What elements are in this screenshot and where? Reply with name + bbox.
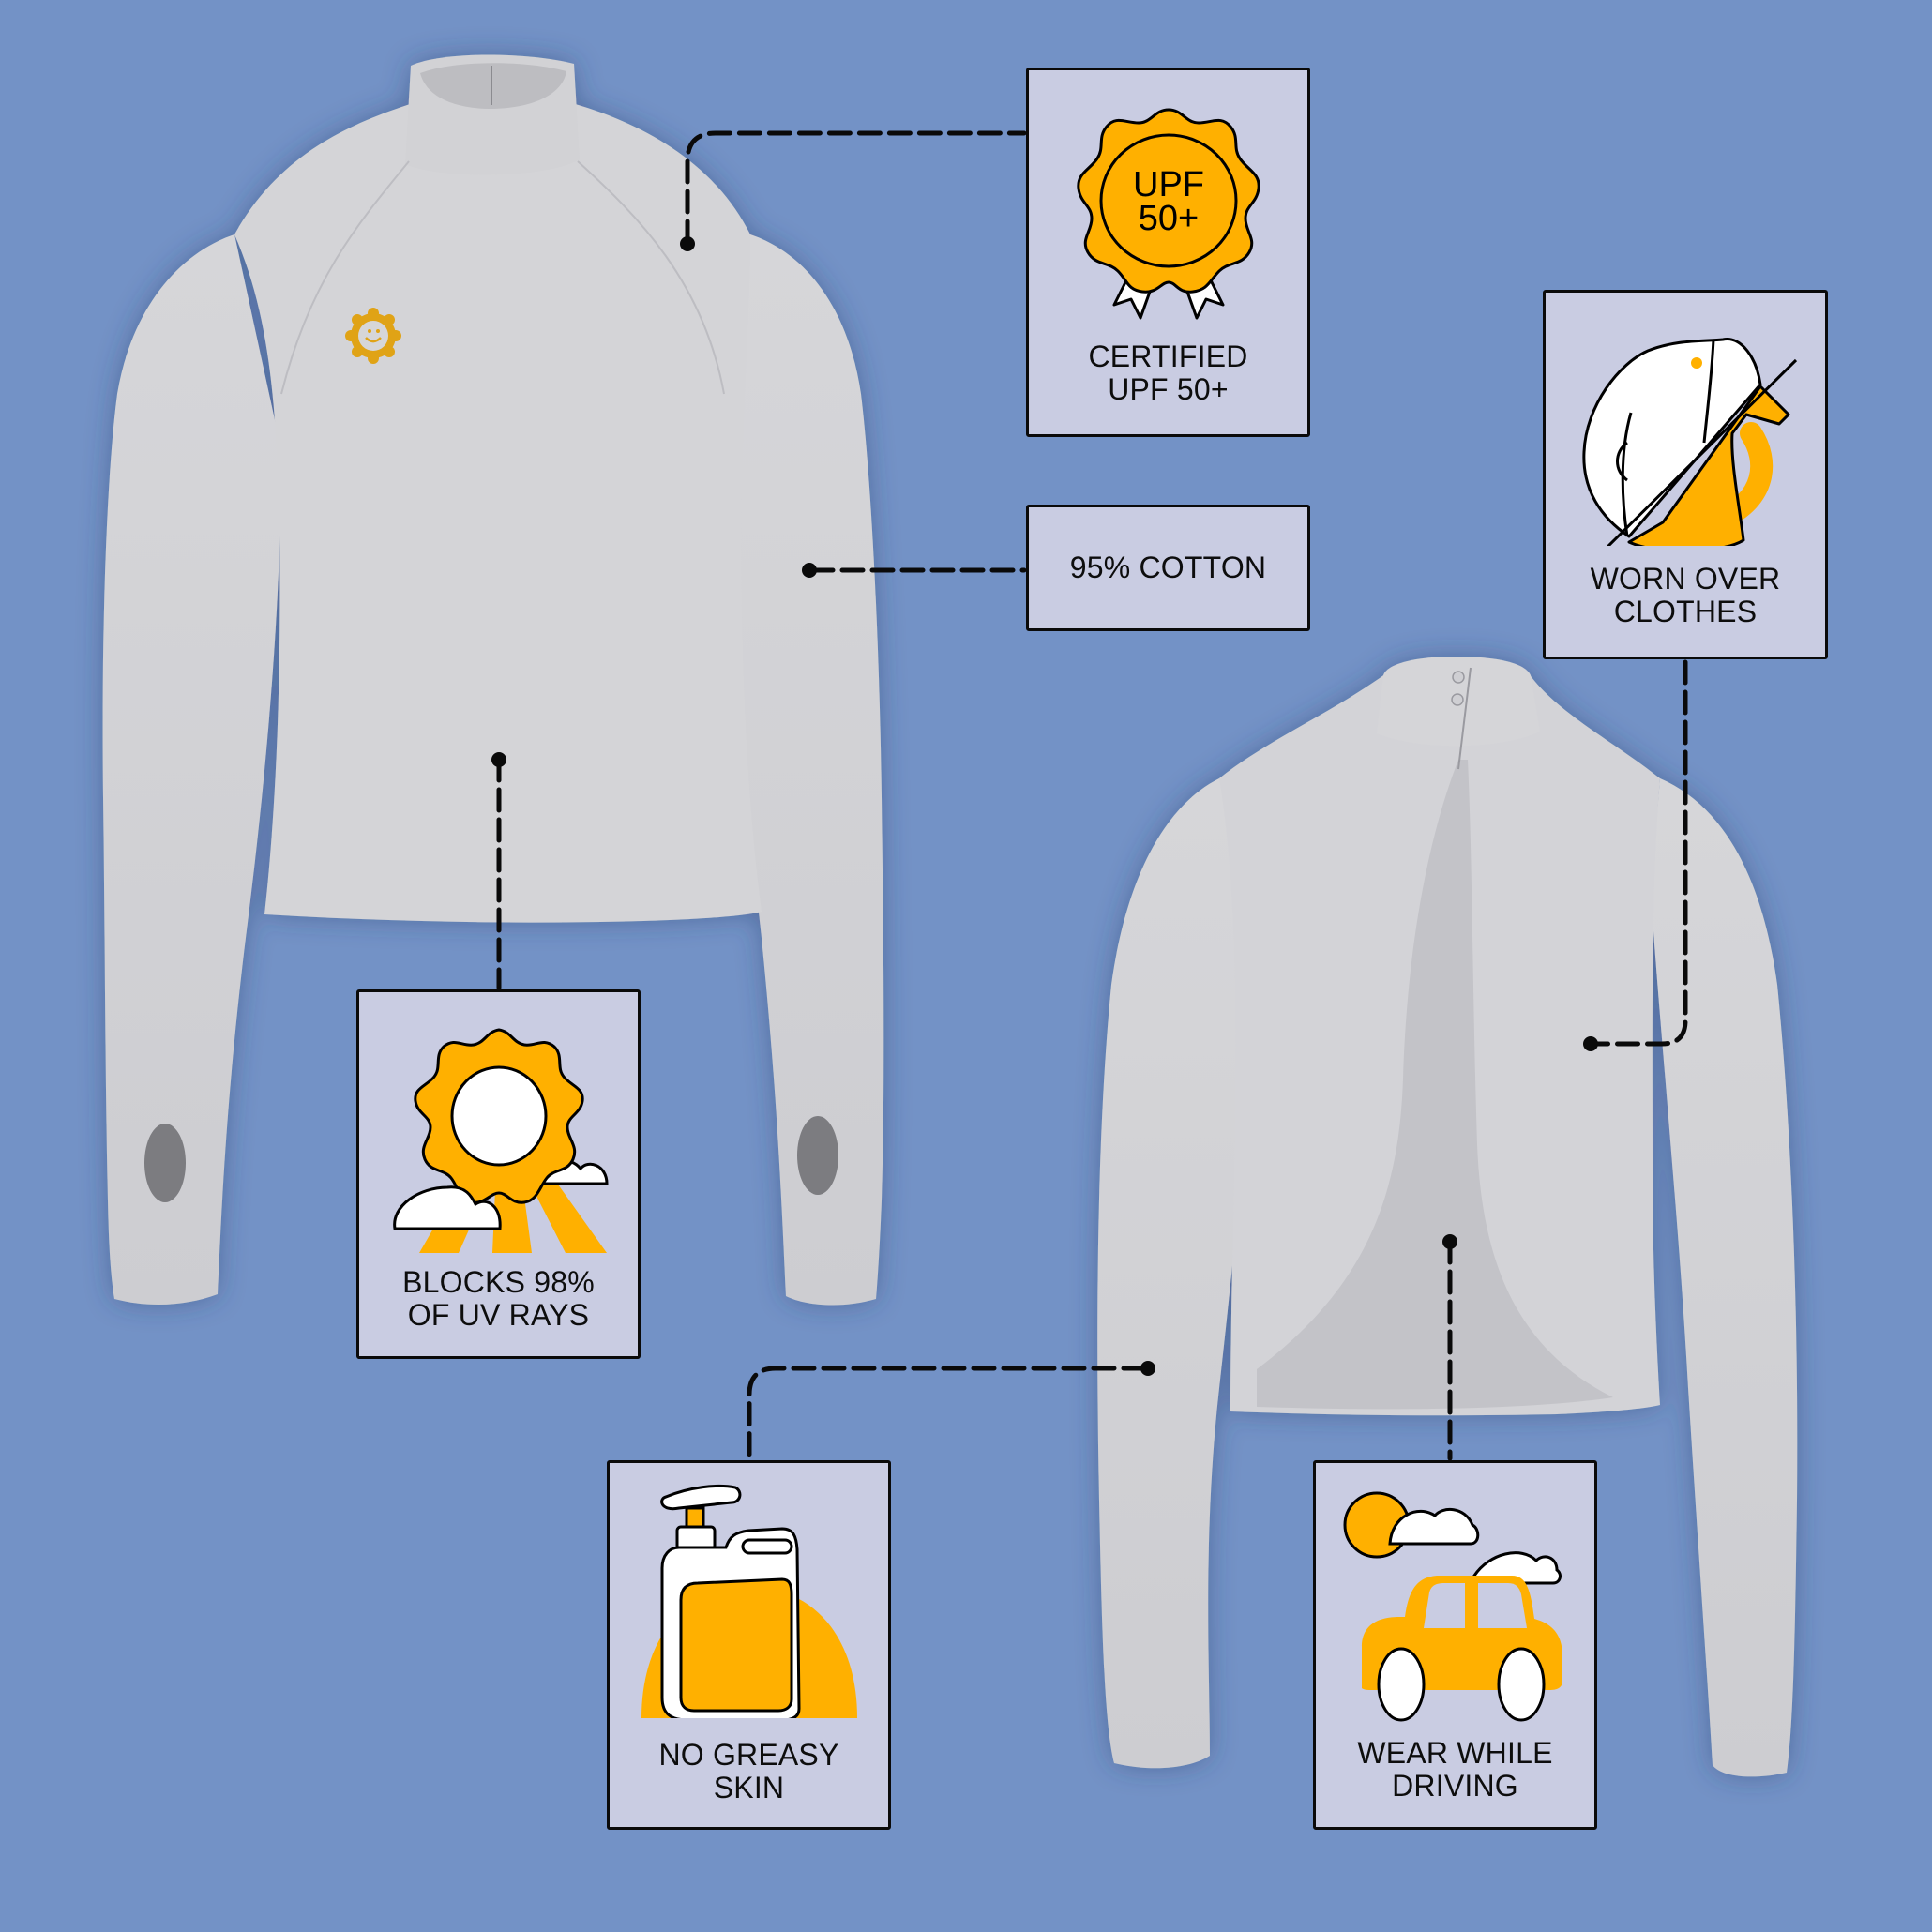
- car-icon: [1343, 1491, 1562, 1722]
- callout-worn-over: WORN OVER CLOTHES: [1543, 290, 1828, 659]
- callout-upf-label: CERTIFIED UPF 50+: [1088, 340, 1248, 406]
- back-left-sleeve: [1097, 778, 1261, 1769]
- front-right-sleeve: [722, 234, 884, 1306]
- front-left-sleeve: [102, 234, 281, 1306]
- sun-logo-icon: [345, 308, 401, 364]
- front-shirt: [102, 54, 884, 1306]
- callout-upf: UPF 50+ CERTIFIED UPF 50+: [1026, 68, 1310, 437]
- front-right-thumbhole: [797, 1116, 838, 1195]
- front-collar-inner: [420, 63, 566, 109]
- connector-dots: [491, 236, 1598, 1376]
- worn-over-clothes-icon: [1582, 338, 1798, 546]
- callout-cotton: 95% COTTON: [1026, 505, 1310, 631]
- back-split-opening: [1257, 760, 1613, 1410]
- back-shirt: [1097, 657, 1798, 1777]
- collar-button-icon: [1452, 671, 1465, 684]
- connector-greasy: [747, 1366, 1147, 1461]
- back-right-sleeve: [1651, 778, 1798, 1777]
- callout-uv-label: BLOCKS 98% OF UV RAYS: [402, 1265, 595, 1332]
- lotion-bottle-icon: [641, 1484, 857, 1718]
- connector-worn-over: [1592, 659, 1688, 1047]
- front-left-thumbhole: [144, 1124, 186, 1202]
- callout-driving-label: WEAR WHILE DRIVING: [1357, 1736, 1553, 1803]
- connector-upf: [685, 130, 1027, 245]
- callout-worn-over-label: WORN OVER CLOTHES: [1590, 562, 1781, 628]
- front-body: [234, 103, 762, 923]
- callout-greasy-label: NO GREASY SKIN: [658, 1738, 839, 1804]
- callout-cotton-label: 95% COTTON: [1069, 551, 1267, 584]
- badge-text-50: 50+: [1138, 199, 1198, 238]
- connector-lines: [496, 130, 1688, 1461]
- callout-uv: BLOCKS 98% OF UV RAYS: [356, 989, 641, 1359]
- upf-badge-icon: UPF 50+: [1076, 108, 1260, 320]
- sun-rays-icon: [392, 1028, 609, 1253]
- badge-text-upf: UPF: [1133, 165, 1204, 204]
- collar-button-icon: [1451, 693, 1464, 706]
- callout-greasy: NO GREASY SKIN: [607, 1460, 891, 1830]
- callout-driving: WEAR WHILE DRIVING: [1313, 1460, 1597, 1830]
